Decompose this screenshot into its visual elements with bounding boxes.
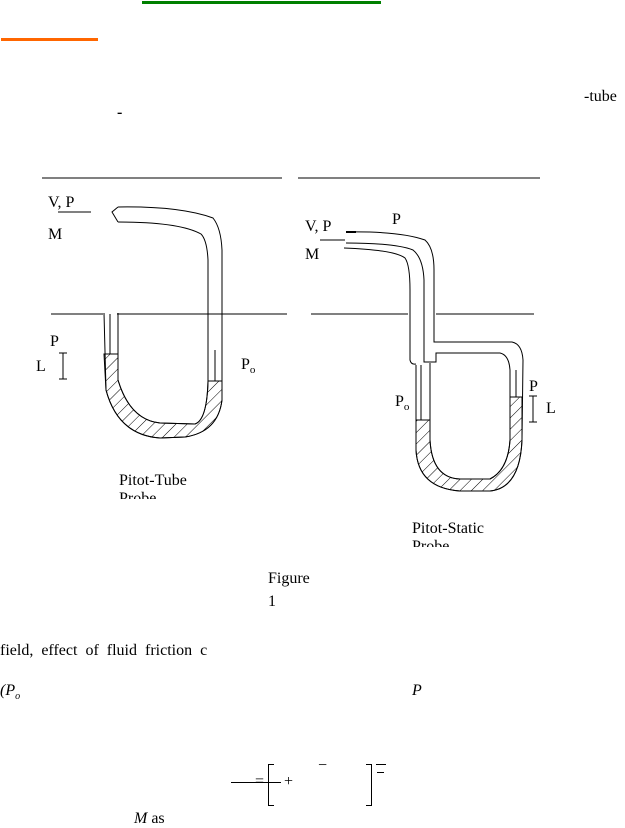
p-sub: o bbox=[15, 691, 21, 703]
stagnation-sub: o bbox=[403, 401, 410, 414]
right-length-label: L bbox=[546, 400, 556, 417]
left-stagnation-label: Po bbox=[241, 356, 255, 379]
eq-equals: = bbox=[255, 773, 264, 791]
left-caption: Pitot-Tube bbox=[119, 472, 187, 489]
eq-fraction-bar-left bbox=[231, 782, 251, 783]
figure-caption-number: 1 bbox=[268, 593, 276, 610]
section-underline bbox=[1, 38, 98, 41]
body-line-3: M as bbox=[134, 810, 165, 828]
body-line-2-right: P bbox=[412, 682, 422, 699]
heading-underline bbox=[142, 1, 381, 4]
right-mach-label: M bbox=[305, 246, 320, 263]
pitot-static-diagram bbox=[298, 177, 540, 492]
intro-fragment-tube: -tube bbox=[584, 88, 617, 105]
paren-p: (P bbox=[0, 682, 16, 699]
pitot-tube bbox=[103, 206, 223, 439]
stagnation-sub: o bbox=[249, 364, 256, 377]
eq-minus: − bbox=[318, 757, 328, 774]
eq-bracket-right bbox=[366, 764, 372, 806]
right-static-label: P bbox=[392, 211, 401, 228]
eq-exponent-minus bbox=[377, 772, 384, 773]
right-pressure-label: P bbox=[529, 378, 538, 395]
right-caption-cut-text: Probe bbox=[412, 538, 450, 547]
body-line-1: field, effect of fluid friction c bbox=[0, 642, 208, 659]
pitot-figure-drawing bbox=[42, 177, 540, 492]
stagnation-base: P bbox=[395, 393, 404, 410]
right-caption: Pitot-Static bbox=[412, 520, 484, 537]
left-length-label: L bbox=[36, 358, 46, 375]
right-stagnation-label: Po bbox=[395, 393, 409, 416]
left-mach-label: M bbox=[48, 226, 63, 243]
manometer-fluid bbox=[415, 396, 523, 492]
figure-caption-word: Figure bbox=[268, 570, 310, 587]
mach-var: M bbox=[134, 810, 148, 827]
left-flow-label: V, P bbox=[48, 194, 75, 211]
left-pressure-label: P bbox=[50, 333, 59, 350]
intro-fragment-dash: - bbox=[117, 104, 123, 121]
manometer-fluid bbox=[103, 353, 223, 439]
eq-fraction-bar bbox=[251, 782, 281, 783]
stagnation-base: P bbox=[241, 356, 250, 373]
as-text: as bbox=[147, 810, 165, 827]
eq-plus: + bbox=[284, 773, 294, 790]
pitot-tube-diagram bbox=[42, 177, 287, 439]
eq-bracket-left bbox=[268, 764, 274, 806]
eq-exponent-bar bbox=[376, 764, 386, 765]
body-line-2-left: (Po bbox=[0, 682, 20, 706]
right-flow-label: V, P bbox=[305, 218, 332, 235]
left-caption-cut-text: Probe bbox=[119, 490, 157, 499]
left-caption-cut: Probe bbox=[119, 490, 156, 499]
right-caption-cut: Probe bbox=[412, 538, 449, 547]
